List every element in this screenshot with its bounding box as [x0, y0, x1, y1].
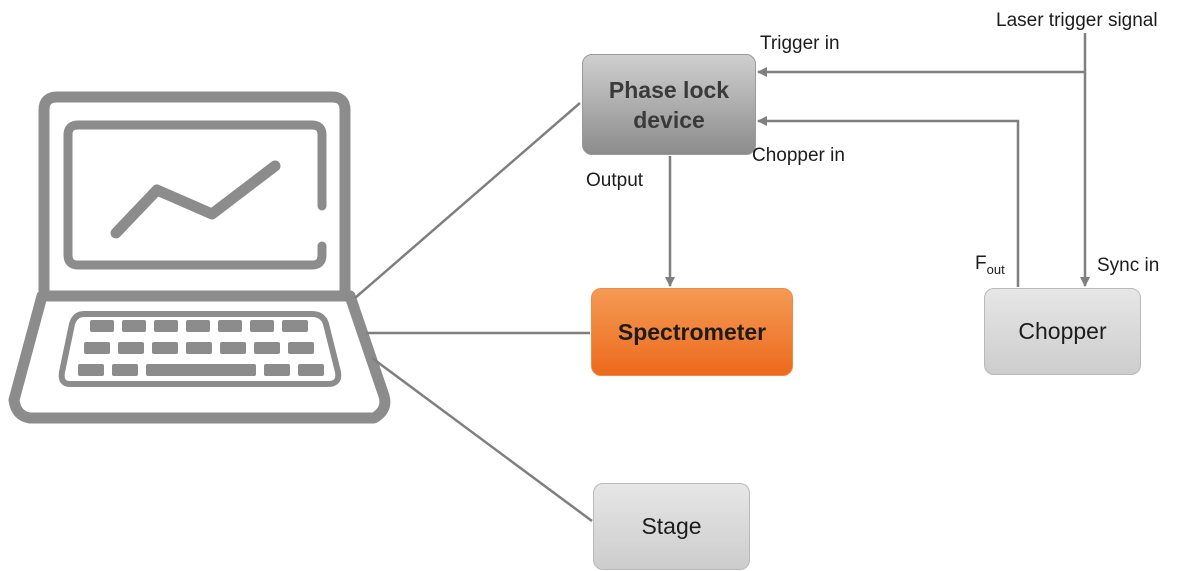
phase-lock-device-label: Phase lock device [608, 76, 730, 133]
f-out-label: Fout [975, 253, 1005, 277]
laptop-chart-icon [8, 91, 391, 424]
laser-trigger-signal-label: Laser trigger signal [996, 10, 1158, 31]
spectrometer-box: Spectrometer [591, 288, 793, 376]
stage-box: Stage [593, 483, 750, 570]
phase-lock-device-box: Phase lock device [582, 54, 756, 155]
chopper-label: Chopper [1018, 318, 1107, 344]
chopper-in-label: Chopper in [752, 145, 845, 166]
keyboard-keys [78, 320, 324, 376]
trigger-in-label: Trigger in [760, 33, 840, 54]
sync-in-label: Sync in [1097, 255, 1160, 276]
f-out-main: F [975, 253, 987, 274]
stage-label: Stage [641, 513, 702, 539]
spectrometer-label: Spectrometer [617, 318, 767, 345]
link-laptop-stage [371, 356, 593, 523]
f-out-subscript: out [986, 261, 1005, 277]
chopper-box: Chopper [984, 288, 1141, 375]
output-label: Output [586, 170, 644, 191]
arrow-chopper-in [757, 116, 1020, 287]
link-laptop-phase-lock [354, 102, 581, 299]
connectors [354, 33, 1090, 523]
